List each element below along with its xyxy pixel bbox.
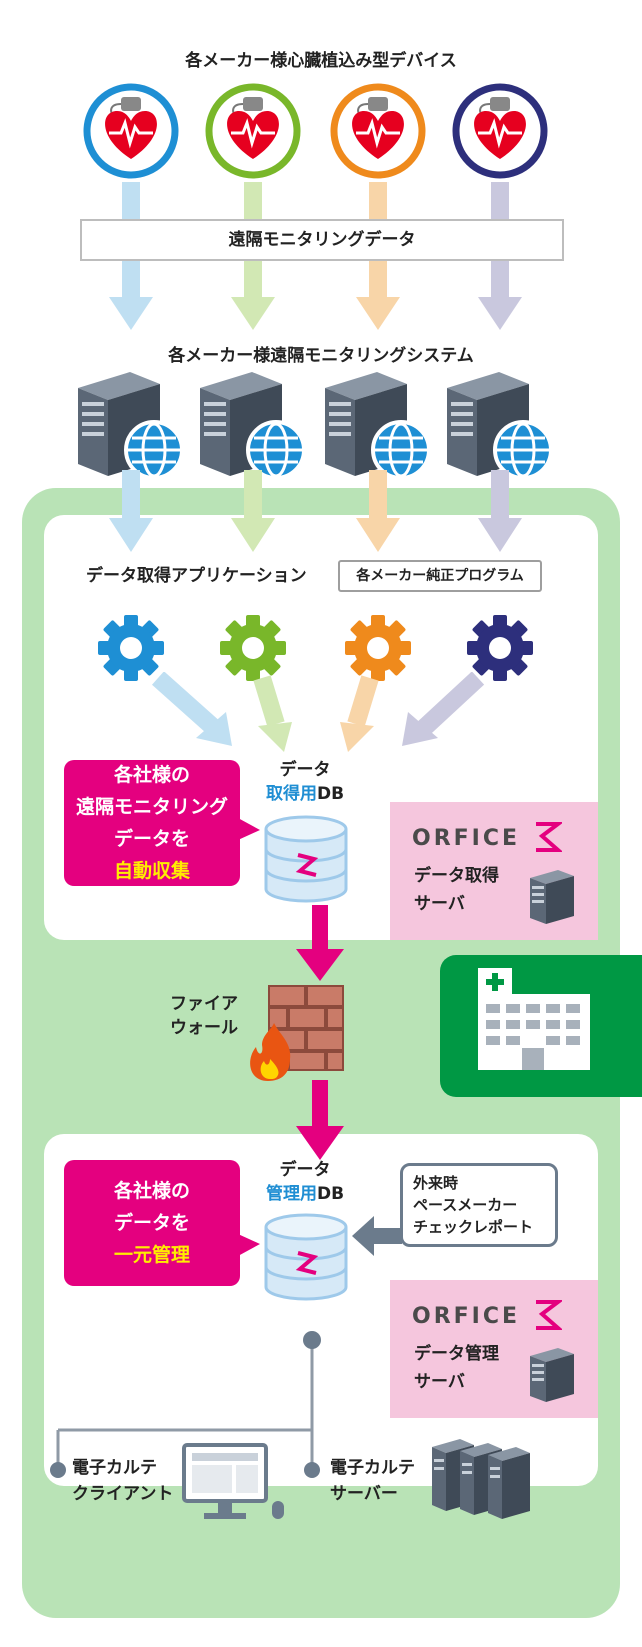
report-line: 外来時 xyxy=(413,1174,459,1192)
system-servers xyxy=(78,372,553,480)
firewall-icon xyxy=(250,985,344,1081)
callout-pointer xyxy=(238,818,260,840)
callout-line: データを xyxy=(113,828,190,850)
arrow-green-diag xyxy=(253,675,292,752)
device-icon-green xyxy=(205,83,301,179)
gear-icon-orange xyxy=(345,615,411,681)
callout-highlight: 自動収集 xyxy=(113,860,190,882)
db-label-line: データ xyxy=(279,760,331,780)
server-icon xyxy=(530,870,574,924)
report-arrow-left xyxy=(352,1216,402,1256)
arrow-orange xyxy=(356,470,400,552)
management-db-label: データ 管理用DB xyxy=(250,1158,360,1206)
db-label-accent: 管理用 xyxy=(265,1184,317,1204)
report-line: ペースメーカー xyxy=(413,1196,518,1214)
server-label-line: サーバ xyxy=(414,1372,465,1392)
pacemaker-report-box: 外来時 ペースメーカー チェックレポート xyxy=(400,1163,558,1247)
gear-icon-blue xyxy=(98,615,164,681)
devices-title: 各メーカー様心臓植込み型デバイス xyxy=(185,51,457,71)
server-icon xyxy=(530,1348,574,1402)
report-line: チェックレポート xyxy=(413,1218,534,1236)
orfice-logo: ORFICE xyxy=(412,1304,521,1329)
emr-server-line: 電子カルテ xyxy=(330,1458,415,1478)
database-icon xyxy=(264,815,348,903)
converging-arrows xyxy=(152,672,485,752)
callout-line: 各社様の xyxy=(113,1180,190,1202)
gear-icons xyxy=(98,615,533,681)
app-label: データ取得アプリケーション xyxy=(86,566,307,586)
gear-icon-green xyxy=(220,615,286,681)
device-icon-navy xyxy=(452,83,548,179)
arrow-navy-diag xyxy=(402,672,485,746)
server-globe-icon xyxy=(447,372,553,480)
magenta-arrow-down-1 xyxy=(296,905,344,981)
callout-line: 遠隔モニタリング xyxy=(75,796,228,818)
db-label-suffix: DB xyxy=(316,784,345,804)
firewall-label-line: ウォール xyxy=(170,1018,238,1038)
acquisition-db-label: データ 取得用DB xyxy=(250,758,360,806)
orfice-logo-mark xyxy=(536,822,562,852)
system-to-app-arrows xyxy=(109,470,522,552)
orfice-logo-mark xyxy=(536,1300,562,1330)
callout-line: データを xyxy=(113,1212,190,1234)
emr-client-line: クライアント xyxy=(72,1484,174,1504)
network-lines xyxy=(50,1331,321,1478)
centralized-management-callout: 各社様の データを 一元管理 xyxy=(64,1160,240,1286)
emr-server-line: サーバー xyxy=(330,1484,398,1504)
server-label-line: サーバ xyxy=(414,894,465,914)
emr-client-line: 電子カルテ xyxy=(72,1458,157,1478)
db-label-line: データ xyxy=(279,1160,331,1180)
device-icon-blue xyxy=(83,83,179,179)
vendor-program-badge: 各メーカー純正プログラム xyxy=(338,560,542,592)
device-data-arrows xyxy=(109,182,522,330)
callout-pointer xyxy=(238,1234,260,1256)
callout-line: 各社様の xyxy=(113,764,190,786)
device-icons xyxy=(83,83,548,179)
arrow-orange-diag xyxy=(340,675,379,752)
server-rack-icon xyxy=(432,1439,530,1519)
emr-client-label: 電子カルテ クライアント xyxy=(72,1455,173,1507)
management-server-label: データ管理 サーバ xyxy=(414,1340,499,1396)
server-label-line: データ取得 xyxy=(414,866,499,886)
server-globe-icon xyxy=(325,372,431,480)
db-label-suffix: DB xyxy=(316,1184,345,1204)
emr-server-label: 電子カルテ サーバー xyxy=(330,1455,415,1507)
arrow-navy xyxy=(478,470,522,552)
db-label-line2: 管理用DB xyxy=(250,1182,360,1206)
orfice-logo: ORFICE xyxy=(412,826,521,851)
systems-title: 各メーカー様遠隔モニタリングシステム xyxy=(168,346,474,366)
arrow-blue-diag xyxy=(152,672,232,746)
arrow-blue xyxy=(109,470,153,552)
firewall-label: ファイア ウォール xyxy=(170,992,238,1040)
auto-collect-callout: 各社様の 遠隔モニタリング データを 自動収集 xyxy=(64,760,240,886)
acquisition-server-label: データ取得 サーバ xyxy=(414,862,499,918)
device-icon-orange xyxy=(330,83,426,179)
gear-icon-navy xyxy=(467,615,533,681)
arrow-green xyxy=(231,470,275,552)
callout-highlight: 一元管理 xyxy=(113,1244,190,1266)
db-label-line2: 取得用DB xyxy=(250,782,360,806)
server-globe-icon xyxy=(78,372,184,480)
db-label-accent: 取得用 xyxy=(265,784,317,804)
remote-data-band: 遠隔モニタリングデータ xyxy=(80,219,564,261)
database-icon xyxy=(264,1213,348,1301)
magenta-arrow-down-2 xyxy=(296,1080,344,1160)
computer-icon xyxy=(182,1443,284,1519)
server-globe-icon xyxy=(200,372,306,480)
server-label-line: データ管理 xyxy=(414,1344,499,1364)
firewall-label-line: ファイア xyxy=(170,994,238,1014)
hospital-icon xyxy=(478,968,590,1070)
